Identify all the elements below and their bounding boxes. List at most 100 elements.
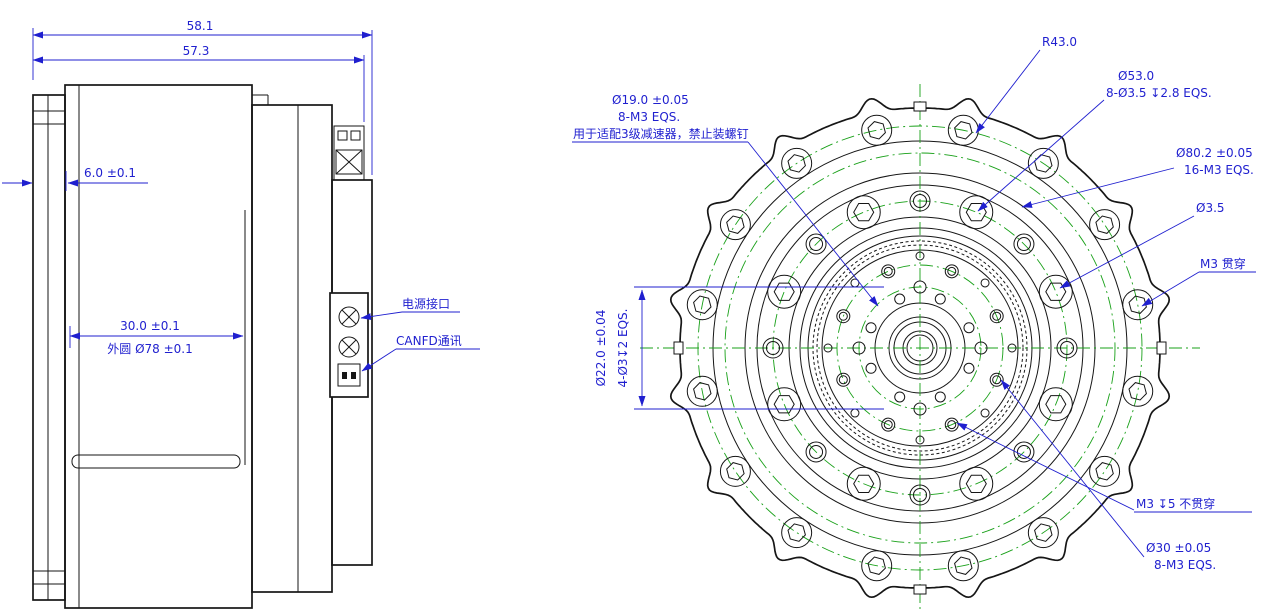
m3-hole	[894, 391, 906, 403]
dim-d22-holes: 4-Ø3↧2 EQS.	[616, 308, 630, 387]
dim-d30-holes: 8-M3 EQS.	[1154, 558, 1216, 572]
dim-m3-blind: M3 ↧5 不贯穿	[1136, 496, 1215, 511]
mid-hole-bore	[1016, 237, 1031, 252]
hex-socket	[954, 121, 973, 140]
mid-hole	[1013, 233, 1035, 255]
hex-socket	[773, 395, 795, 414]
outer-bolt	[1122, 375, 1154, 407]
mid-hole-bore	[809, 237, 824, 252]
hex-socket	[867, 121, 886, 140]
outer-bolt	[1027, 517, 1059, 549]
side-view-dimensions: 58.1 57.3 6.0 ±0.1 30.0 ±0.1 外圆 Ø78 ±0.1…	[2, 19, 480, 372]
mid-hole-bore	[1016, 444, 1031, 459]
m3-hole	[894, 293, 906, 305]
dim-d80: Ø80.2 ±0.05	[1176, 146, 1253, 160]
mid-hole	[909, 484, 931, 506]
rim-notch	[913, 101, 927, 112]
hex-socket	[787, 154, 806, 173]
label-canfd: CANFD通讯	[396, 334, 462, 348]
mid-hole-bore	[809, 444, 824, 459]
dim-d30: Ø30 ±0.05	[1146, 541, 1211, 555]
rear-housing	[251, 104, 333, 593]
hex-socket	[693, 382, 712, 401]
dim-m3-through: M3 贯穿	[1200, 256, 1246, 271]
m3-hole	[989, 309, 1004, 324]
hex-socket	[693, 295, 712, 314]
power-terminal-1	[338, 306, 360, 328]
small-hole	[1007, 343, 1017, 353]
small-hole	[915, 251, 925, 261]
dim-outer-diameter: 外圆 Ø78 ±0.1	[107, 342, 192, 356]
mid-bolt	[1038, 274, 1073, 309]
m3-hole-bore	[838, 311, 848, 321]
hex-socket	[1034, 523, 1053, 542]
outer-bolt	[719, 209, 751, 241]
side-view: 58.1 57.3 6.0 ±0.1 30.0 ±0.1 外圆 Ø78 ±0.1…	[2, 19, 480, 609]
mid-bolt	[767, 274, 802, 309]
mid-hole-bore	[766, 341, 780, 355]
m3-hole-bore	[883, 266, 893, 276]
outer-bolt	[947, 550, 979, 582]
dim-d80-holes: 16-M3 EQS.	[1184, 163, 1254, 177]
hex-socket	[1045, 395, 1067, 414]
dim-total-length: 58.1	[187, 19, 214, 33]
m3-hole-bore	[992, 311, 1002, 321]
mid-bolt	[767, 387, 802, 422]
m3-hole	[934, 391, 946, 403]
mid-hole-bore	[913, 194, 927, 208]
outer-bolt	[719, 455, 751, 487]
hex-socket	[853, 203, 875, 222]
hex-socket	[1095, 462, 1114, 481]
hex-socket	[1095, 215, 1114, 234]
dim-body-depth: 30.0 ±0.1	[120, 319, 180, 333]
hex-socket	[726, 462, 745, 481]
hex-socket	[954, 556, 973, 575]
dim-body-length: 57.3	[183, 44, 210, 58]
m3-hole	[963, 362, 975, 374]
front-view-dimensions: R43.0 Ø53.0 8-Ø3.5 ↧2.8 EQS. Ø19.0 ±0.05…	[572, 35, 1256, 572]
small-hole	[915, 435, 925, 445]
small-hole	[980, 278, 990, 288]
m3-hole-bore	[947, 420, 957, 430]
rim-notch	[673, 341, 684, 355]
outer-bolt	[861, 550, 893, 582]
m3-hole	[865, 362, 877, 374]
outer-bolt	[686, 289, 718, 321]
dim-d22: Ø22.0 ±0.04	[594, 310, 608, 387]
side-view-geometry	[32, 84, 373, 609]
mid-bolt	[959, 466, 994, 501]
pitch-circle	[724, 152, 1116, 544]
dim-d19: Ø19.0 ±0.05	[612, 93, 689, 107]
mid-hole	[805, 441, 827, 463]
m3-hole	[836, 372, 851, 387]
hex-socket	[965, 474, 987, 493]
mid-bolt	[1038, 387, 1073, 422]
m3-hole-bore	[992, 375, 1002, 385]
dowel-hole	[852, 341, 866, 355]
outer-bolt	[1027, 147, 1059, 179]
mid-bolt	[959, 195, 994, 230]
hex-socket	[853, 474, 875, 493]
mid-hole-bore	[1060, 341, 1074, 355]
m3-hole-bore	[883, 420, 893, 430]
m3-hole-bore	[838, 375, 848, 385]
hex-socket	[1128, 382, 1147, 401]
output-flange	[32, 94, 66, 601]
front-view: R43.0 Ø53.0 8-Ø3.5 ↧2.8 EQS. Ø19.0 ±0.05…	[572, 35, 1256, 612]
outer-bolt	[1089, 455, 1121, 487]
power-terminal-2	[338, 336, 360, 358]
mid-hole-bore	[913, 488, 927, 502]
dim-d19-holes: 8-M3 EQS.	[618, 110, 680, 124]
mid-hole	[805, 233, 827, 255]
small-hole	[823, 343, 833, 353]
dim-r43: R43.0	[1042, 35, 1077, 49]
mid-hole	[1056, 337, 1078, 359]
dim-d53-holes: 8-Ø3.5 ↧2.8 EQS.	[1106, 86, 1212, 100]
mid-bolt	[846, 466, 881, 501]
dim-d19-note: 用于适配3级减速器，禁止装螺钉	[573, 127, 749, 141]
m3-hole	[963, 322, 975, 334]
outer-bolt	[686, 375, 718, 407]
outer-bolt	[861, 114, 893, 146]
